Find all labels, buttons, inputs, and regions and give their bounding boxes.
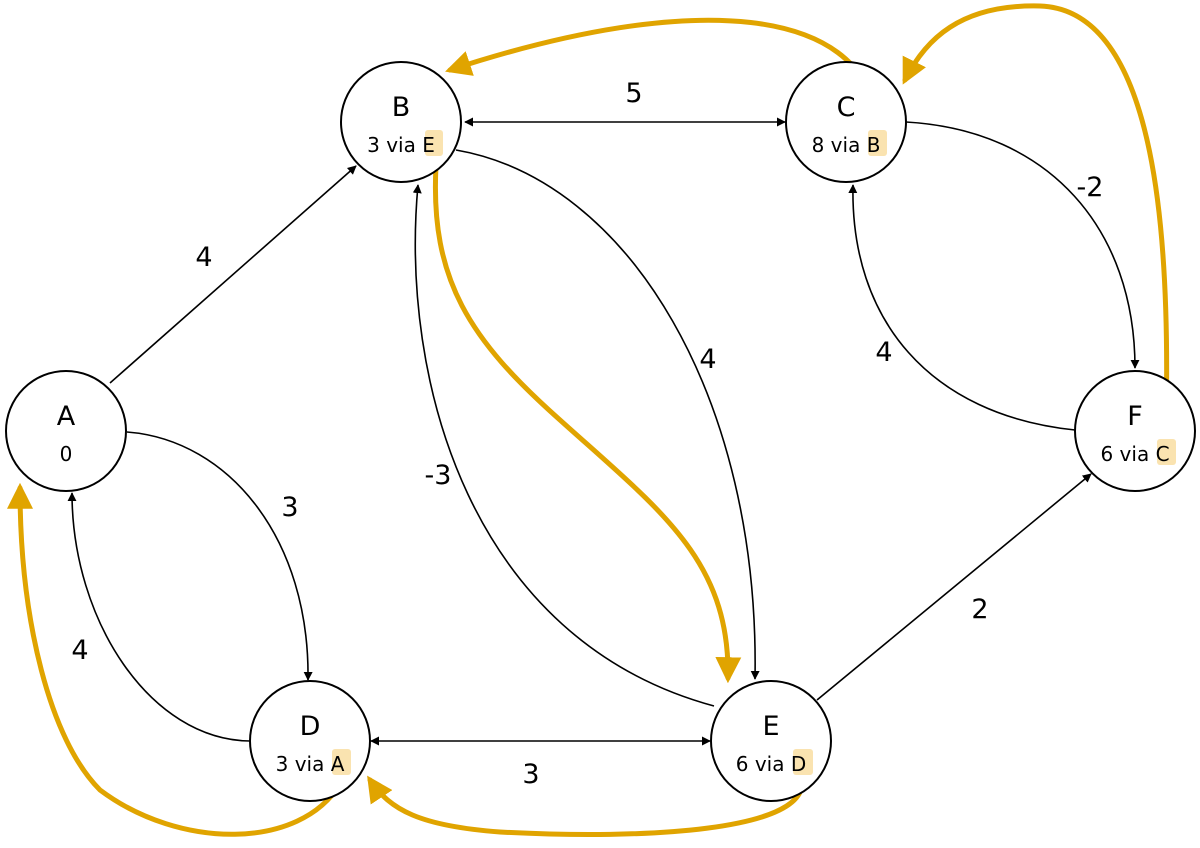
node-b-via-highlight (425, 130, 443, 156)
node-a-distance: 0 (60, 442, 73, 466)
pred-link-f-to-c (902, 3, 1170, 427)
pred-link-d-to-a (7, 482, 343, 837)
node-b[interactable]: B 3 via E (340, 61, 462, 183)
edge-c-f (905, 121, 1140, 369)
node-f-distance: 6 (1100, 442, 1113, 466)
node-f-name: F (1127, 401, 1143, 432)
node-e-distance-label: 6 via D (736, 752, 807, 776)
node-c-via-node: B (867, 133, 881, 157)
node-f-via-word: via (1120, 442, 1150, 466)
node-b-via-node: E (422, 133, 435, 157)
edge-e-f (816, 473, 1092, 701)
weight-f-c: 4 (875, 337, 892, 368)
node-d-via-highlight (332, 749, 351, 775)
node-c-distance-label: 8 via B (812, 133, 881, 157)
node-b-distance: 3 (367, 133, 380, 157)
node-c-via-highlight (868, 130, 887, 156)
node-b-distance-label: 3 via E (367, 133, 435, 157)
node-c-via-word: via (831, 133, 861, 157)
edge-e-b (412, 184, 715, 707)
node-e-via-highlight (793, 749, 813, 775)
node-e[interactable]: E 6 via D (710, 680, 832, 802)
node-b-via-word: via (386, 133, 416, 157)
edge-a-d (126, 431, 313, 681)
node-d-via-word: via (295, 752, 325, 776)
node-c-name: C (837, 92, 856, 123)
node-d-distance-label: 3 via A (276, 752, 345, 776)
node-f-via-node: C (1156, 442, 1170, 466)
edge-f-c (848, 184, 1076, 431)
pred-link-b-to-e (432, 163, 742, 684)
weight-c-f: -2 (1077, 172, 1104, 203)
weight-a-d: 3 (281, 492, 298, 523)
edge-a-b (109, 165, 357, 384)
weight-a-b: 4 (195, 242, 212, 273)
edge-b-e (455, 149, 760, 680)
edges (67, 117, 1140, 746)
node-d[interactable]: D 3 via A (249, 680, 371, 802)
weight-b-c: 5 (625, 78, 642, 109)
node-d-name: D (300, 711, 321, 742)
node-e-via-word: via (755, 752, 785, 776)
node-e-via-node: D (791, 752, 806, 776)
weight-e-f: 2 (971, 594, 988, 625)
node-f-distance-label: 6 via C (1100, 442, 1169, 466)
node-f[interactable]: F 6 via C (1074, 370, 1196, 492)
node-a[interactable]: A 0 (5, 370, 127, 492)
pred-link-e-to-d (367, 775, 805, 837)
weight-d-e: 3 (522, 759, 539, 790)
node-a-name: A (57, 401, 76, 432)
weight-b-e: 4 (699, 344, 716, 375)
node-a-circle (5, 370, 127, 492)
node-d-distance: 3 (276, 752, 289, 776)
node-d-via-node: A (331, 752, 345, 776)
predecessor-links (7, 3, 1170, 837)
weight-d-a: 4 (71, 635, 88, 666)
node-f-via-highlight (1157, 439, 1176, 465)
node-b-name: B (392, 92, 411, 123)
weight-e-b: -3 (425, 460, 452, 491)
edge-weights: 4 3 4 5 4 -3 -2 4 3 2 (71, 78, 1103, 790)
node-e-distance: 6 (736, 752, 749, 776)
edge-d-a (67, 492, 251, 742)
nodes: A 0 B 3 via E C 8 via B (5, 61, 1196, 802)
node-e-name: E (762, 711, 779, 742)
node-c[interactable]: C 8 via B (785, 61, 907, 183)
node-c-distance: 8 (812, 133, 825, 157)
